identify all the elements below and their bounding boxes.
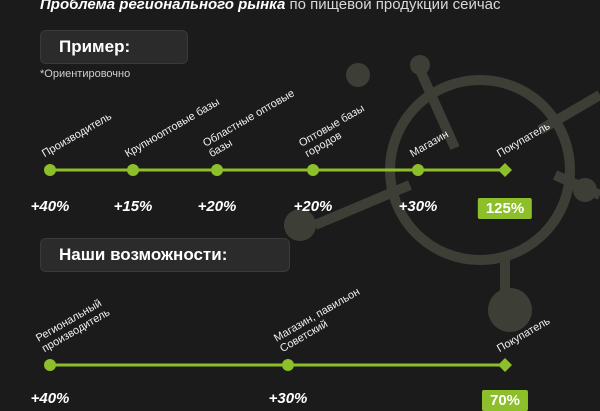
timeline-node <box>44 359 56 371</box>
possibilities-value: +40% <box>30 390 70 407</box>
example-value: +15% <box>113 198 153 215</box>
timeline-node <box>412 164 424 176</box>
timeline-line <box>44 358 512 372</box>
timeline-end-diamond <box>498 358 512 372</box>
approximate-note: *Ориентировочно <box>40 68 131 80</box>
example-value: +40% <box>30 198 70 215</box>
timeline-node <box>211 164 223 176</box>
possibilities-value: 70% <box>481 390 529 411</box>
example-value: 125% <box>477 198 533 219</box>
timeline-node <box>282 359 294 371</box>
page-title: Проблема регионального рынка по пищевой … <box>40 0 501 13</box>
example-value: +20% <box>293 198 333 215</box>
timeline-end-diamond <box>498 163 512 177</box>
example-value: +30% <box>398 198 438 215</box>
example-header: Пример: <box>40 30 188 64</box>
possibilities-value: +30% <box>268 390 308 407</box>
possibilities-header: Наши возможности: <box>40 238 290 272</box>
example-value: +20% <box>197 198 237 215</box>
timeline-node <box>307 164 319 176</box>
timeline-line <box>44 163 512 177</box>
timeline-node <box>44 164 56 176</box>
timeline-node <box>127 164 139 176</box>
